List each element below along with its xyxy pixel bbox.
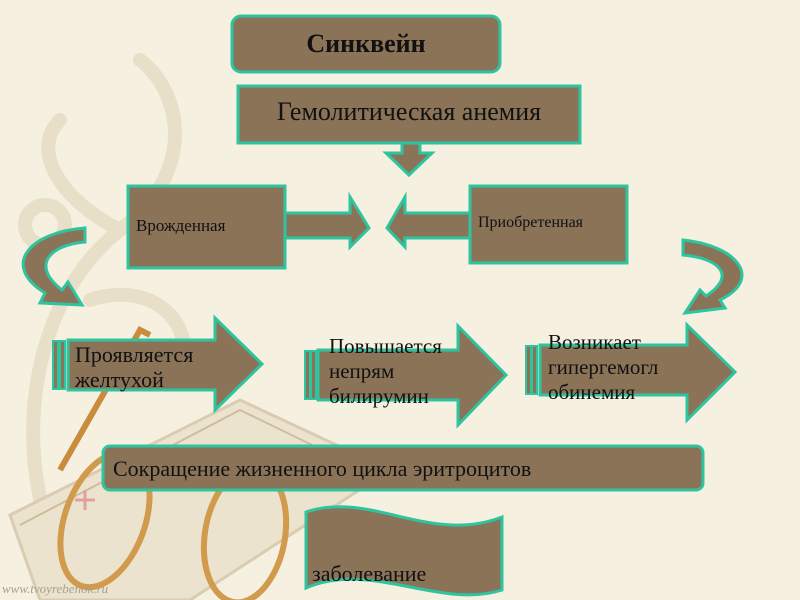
step-1-line-2: желтухой (75, 367, 164, 393)
acquired-box (468, 184, 629, 265)
step-1-text: Проявляется желтухой (75, 342, 193, 393)
step-3-line-1: Возникает (548, 330, 641, 354)
step-3-line-2: гипергемогл (548, 355, 659, 380)
title-box (230, 14, 502, 74)
step-3-text: Возникает гипергемогл обинемия (548, 330, 658, 406)
step-2-text: Повышается непрям билирумин (329, 334, 442, 410)
step-arrow-2 (316, 322, 509, 429)
watermark: www.tvoyrebenok.ru (2, 581, 109, 596)
step-2-line-3: билирумин (329, 384, 429, 409)
curved-arrow-right (681, 238, 744, 315)
topic-box (236, 84, 582, 145)
summary-text: Сокращение жизненного цикла эритроцитов (113, 456, 532, 481)
right-arrow (283, 191, 371, 251)
arrow-tail-stripes (52, 340, 538, 400)
congenital-label: Врожденная (136, 216, 226, 235)
step-2-line-2: непрям (329, 359, 395, 384)
wave-banner (304, 505, 504, 597)
step-2-line-1: Повышается (329, 334, 442, 358)
slide-title: Синквейн (306, 29, 426, 58)
left-arrow (385, 191, 472, 251)
acquired-label: Приобретенная (478, 214, 584, 231)
topic-label: Гемолитическая анемия (276, 97, 542, 126)
down-arrow (382, 141, 436, 178)
curved-arrow-left (21, 226, 87, 307)
step-arrow-1 (66, 314, 265, 414)
step-arrow-3 (538, 321, 738, 424)
step-1-line-1: Проявляется (75, 342, 194, 367)
final-word: заболевание (312, 561, 427, 586)
summary-box (101, 444, 705, 492)
congenital-box (126, 184, 287, 270)
step-3-line-3: обинемия (548, 380, 636, 405)
